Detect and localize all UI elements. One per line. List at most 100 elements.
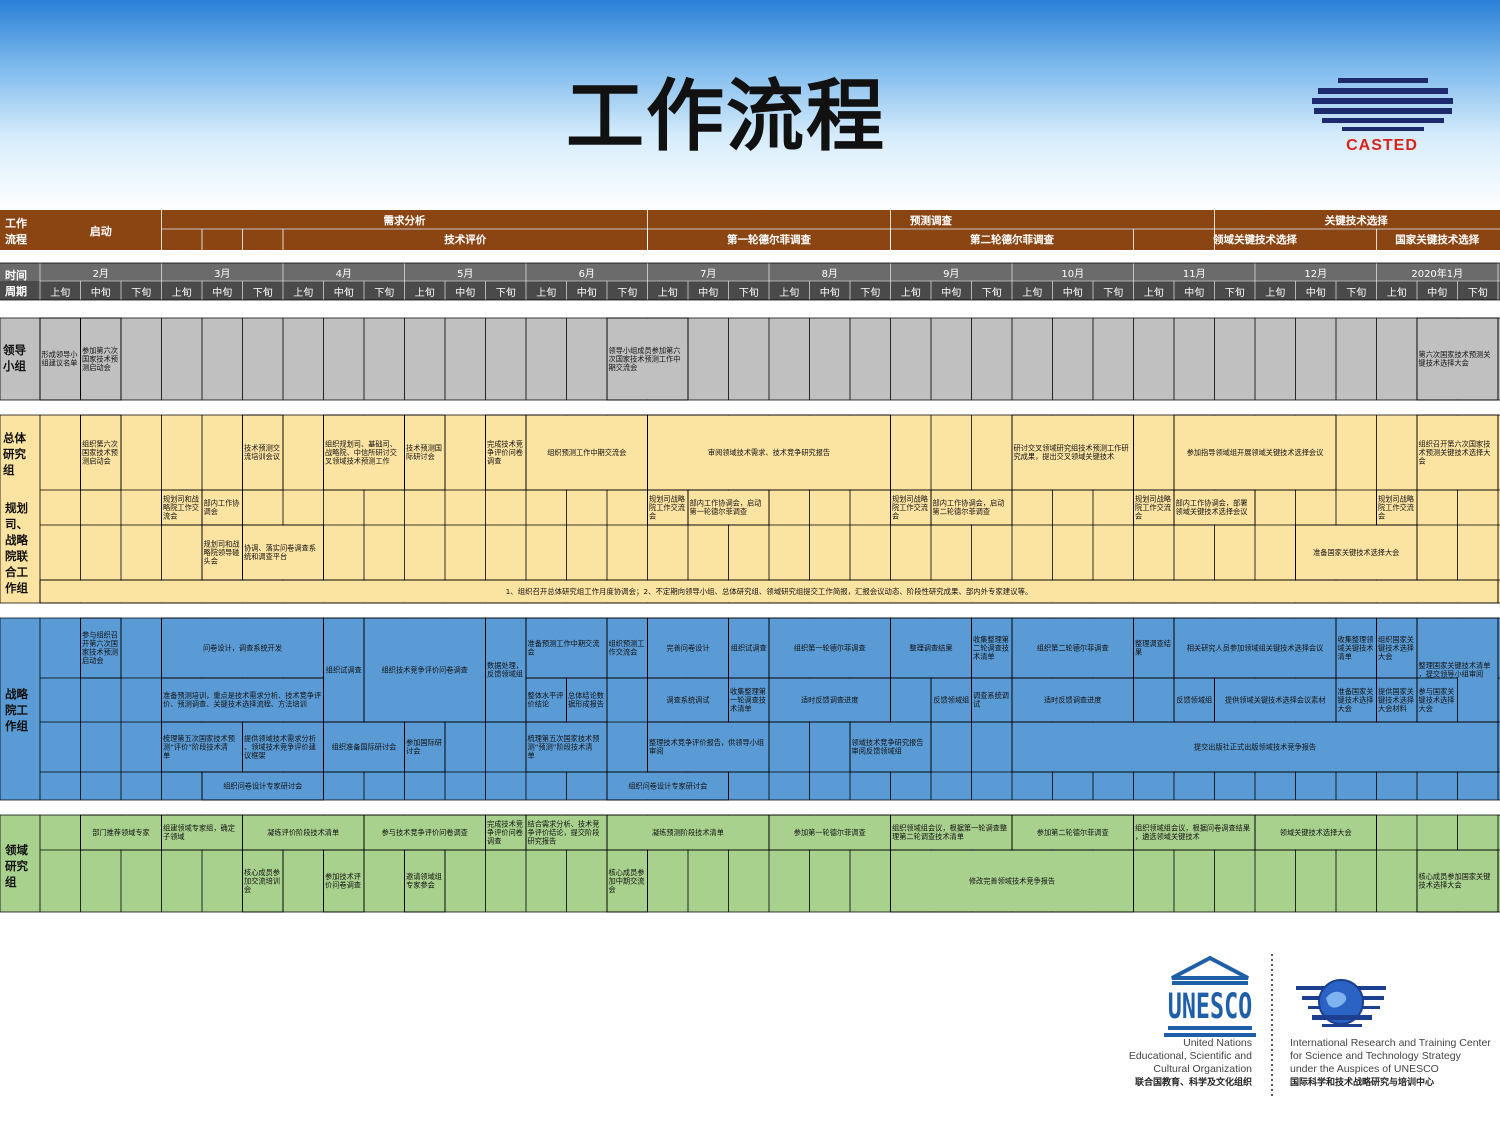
- task-g2: 技术预测交流培训会议: [244, 444, 280, 461]
- task-s28: 反馈领域组: [1176, 695, 1212, 704]
- task-cell: [891, 850, 1133, 912]
- task-cell: [1336, 678, 1376, 722]
- row-label-period: 时间周期: [5, 268, 27, 298]
- task-cell: [607, 850, 647, 912]
- task-g8: 研讨交叉领域研究组技术预测工作研究成果，提出交叉领域关键技术: [1014, 444, 1129, 461]
- period-label: 下旬: [739, 286, 759, 299]
- task-s17: 组织国家关键技术选择大会: [1378, 635, 1414, 661]
- task-s39: 领域技术竞争研究报告审阅反馈领域组: [852, 738, 924, 755]
- task-cell: [1336, 618, 1376, 678]
- task-p7: 规划司战略院工作交流会: [1135, 494, 1172, 520]
- task-cell: [1377, 678, 1417, 722]
- task-cell: [1417, 318, 1498, 400]
- month-label: 2020年1月: [1411, 267, 1463, 280]
- task-s5: 数据处理，反馈领域组: [487, 661, 523, 678]
- period-label: 中旬: [1184, 286, 1204, 299]
- task-f11: 组织领域组会议，根据问卷调查结果，遴选领域关键技术: [1135, 824, 1250, 841]
- month-label: 2月: [93, 268, 109, 280]
- period-label: 上旬: [50, 286, 70, 299]
- period-label: 中旬: [698, 286, 718, 299]
- footer-logos: UNESCO: [1164, 954, 1386, 1096]
- task-cell: [40, 580, 1498, 603]
- task-s35: 组织准备国际研讨会: [332, 742, 397, 751]
- task-cell: [1417, 415, 1498, 490]
- task-p1: 规划司和战略院工作交流会: [163, 494, 199, 520]
- period-label: 上旬: [779, 286, 799, 299]
- task-s16: 收集整理领域关键技术清单: [1338, 635, 1374, 661]
- task-s32: 参与国家关键技术选择大会: [1419, 687, 1455, 713]
- phase-key-tech-selection: 关键技术选择: [1325, 214, 1388, 227]
- task-s37: 梳理第五次国家技术预测“预测”阶段技术清单: [528, 734, 600, 760]
- period-label: 上旬: [1144, 286, 1164, 299]
- period-label: 上旬: [901, 286, 921, 299]
- period-label: 中旬: [334, 286, 354, 299]
- task-cell: [162, 490, 202, 525]
- task-g7: 审阅领域技术需求、技术竞争研究报告: [708, 448, 830, 457]
- task-cell: [162, 678, 323, 722]
- task-cell: [1377, 490, 1417, 525]
- task-s21: 总体结论数据形成报告: [568, 691, 604, 708]
- center-globe-icon: [1296, 979, 1386, 1027]
- task-cell: [648, 415, 890, 490]
- task-cell: [324, 415, 404, 490]
- task-s19: 准备预测培训，重点是技术需求分析、技术竞争评价、预测调查、关键技术选择流程、方法…: [163, 691, 321, 708]
- month-label: 4月: [336, 268, 352, 280]
- task-s20: 整体水平评价结论: [528, 691, 564, 708]
- task-s3: 组织试调查: [326, 665, 362, 674]
- task-cell: [486, 618, 526, 722]
- task-cell: [486, 815, 526, 850]
- task-s11: 整理调查结果: [909, 643, 952, 652]
- task-p4: 部内工作协调会，启动第一轮德尔菲调查: [690, 499, 762, 516]
- task-cell: [729, 678, 769, 722]
- task-s7: 组织预测工作交流会: [609, 639, 645, 656]
- task-p6: 部内工作协调会，启动第二轮德尔菲调查: [933, 499, 1005, 516]
- task-s14: 整理调查结果: [1135, 639, 1171, 656]
- task-f7: 凝练预测阶段技术清单: [652, 828, 724, 837]
- task-cell: [324, 722, 404, 772]
- task-cell: [40, 318, 80, 400]
- task-f3: 凝练评价阶段技术清单: [267, 828, 339, 837]
- task-cell: [972, 618, 1012, 678]
- task-cell: [891, 490, 931, 525]
- task-cell: [81, 618, 121, 678]
- task-g4: 技术预测国际研讨会: [406, 444, 442, 461]
- task-cell: [607, 815, 769, 850]
- task-cell: [364, 815, 485, 850]
- task-cell: [1012, 415, 1133, 490]
- period-label: 中旬: [1306, 286, 1326, 299]
- unesco-org-name: United Nations Educational, Scientific a…: [1128, 1037, 1252, 1088]
- task-cell: [243, 815, 364, 850]
- group-leader: [0, 318, 1500, 400]
- unesco-logo: UNESCO: [1164, 955, 1256, 1037]
- task-f1: 部门推荐领域专家: [92, 828, 150, 837]
- casted-wordmark: CASTED: [1346, 137, 1418, 154]
- month-label: 5月: [457, 268, 473, 280]
- group-label-general: 总体研究组: [3, 431, 26, 477]
- task-cell: [405, 415, 445, 490]
- task-cell: [607, 318, 688, 400]
- task-s2: 问卷设计，调查系统开发: [203, 643, 282, 652]
- task-cell: [1174, 490, 1255, 525]
- task-p9: 规划司战略院工作交流会: [1378, 494, 1415, 520]
- task-f5: 完成技术竞争评价问卷调查: [487, 819, 523, 845]
- header-background: [0, 0, 1500, 210]
- row-label-workflow: 工作流程: [5, 216, 27, 246]
- task-cell: [891, 618, 971, 678]
- task-cell: [648, 722, 769, 772]
- period-label: 下旬: [131, 286, 151, 299]
- task-f16: 核心成员参加中期交流会: [609, 868, 645, 894]
- task-p8: 部内工作协调会，部署领域关键技术选择会议: [1176, 499, 1248, 516]
- period-label: 上旬: [293, 286, 313, 299]
- task-s24: 适时反馈调查进度: [801, 695, 859, 704]
- period-label: 上旬: [1387, 286, 1407, 299]
- header-band-periods: [0, 281, 1500, 300]
- task-g5: 完成技术竞争评价问卷调查: [487, 439, 523, 465]
- task-cell: [243, 415, 283, 490]
- task-f4: 参与技术竞争评价问卷调查: [382, 828, 468, 837]
- task-s31: 提供国家关键技术选择大会材料: [1378, 687, 1414, 713]
- task-cell: [850, 722, 931, 772]
- task-cell: [243, 525, 323, 580]
- task-cell: [202, 525, 242, 580]
- header-band-phases: [0, 210, 1500, 250]
- phase-start: 启动: [90, 224, 112, 238]
